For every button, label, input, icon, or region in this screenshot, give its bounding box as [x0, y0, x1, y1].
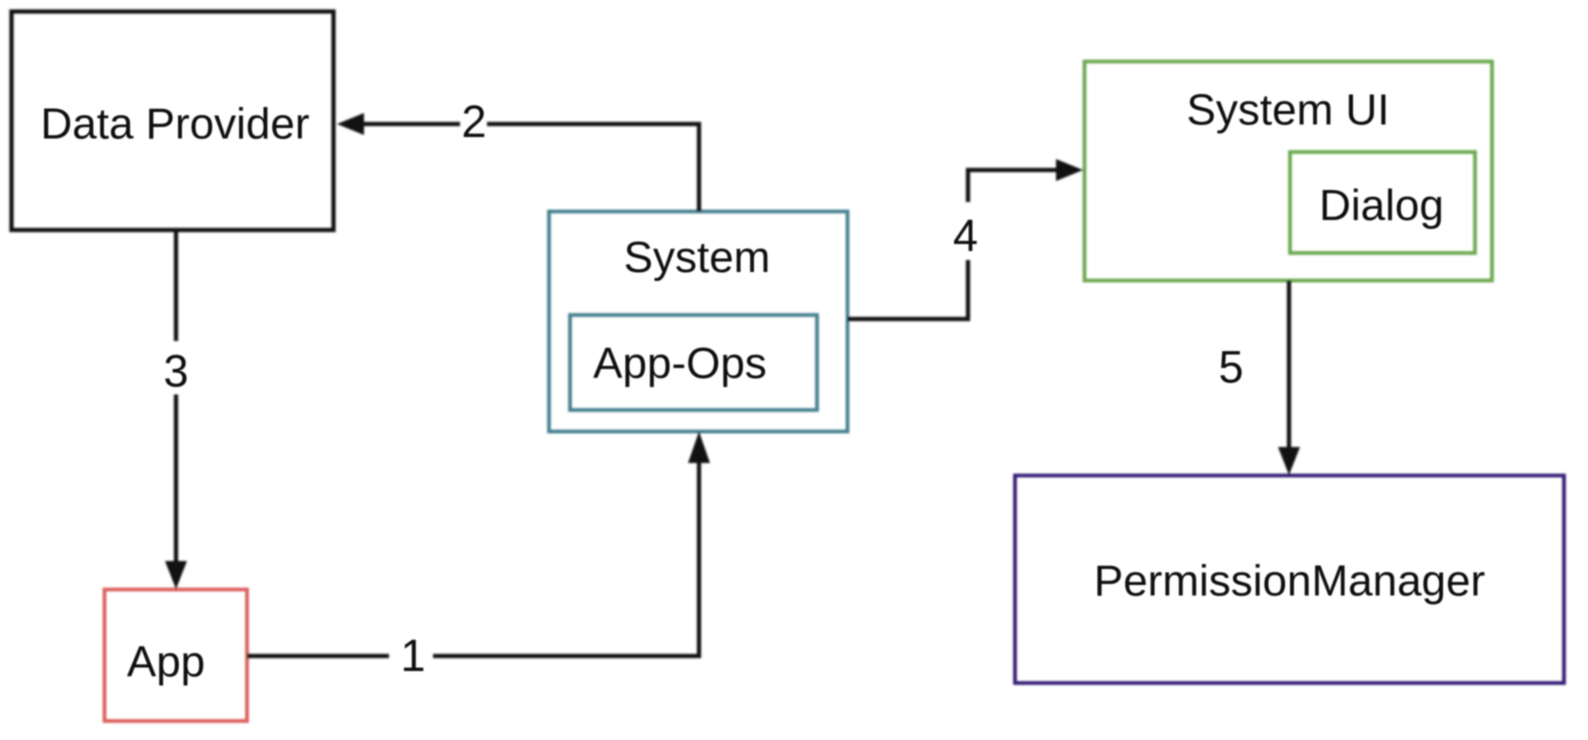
svg-text:4: 4: [953, 210, 978, 261]
svg-text:PermissionManager: PermissionManager: [1094, 557, 1485, 606]
svg-text:App-Ops: App-Ops: [593, 339, 767, 388]
svg-text:System: System: [624, 233, 771, 282]
svg-text:Data Provider: Data Provider: [40, 100, 309, 149]
svg-text:App: App: [127, 638, 205, 687]
svg-text:System UI: System UI: [1187, 86, 1390, 135]
svg-text:Dialog: Dialog: [1319, 181, 1444, 230]
svg-text:2: 2: [461, 96, 486, 147]
svg-text:1: 1: [400, 630, 425, 681]
svg-text:5: 5: [1218, 342, 1243, 393]
svg-text:3: 3: [163, 346, 188, 397]
